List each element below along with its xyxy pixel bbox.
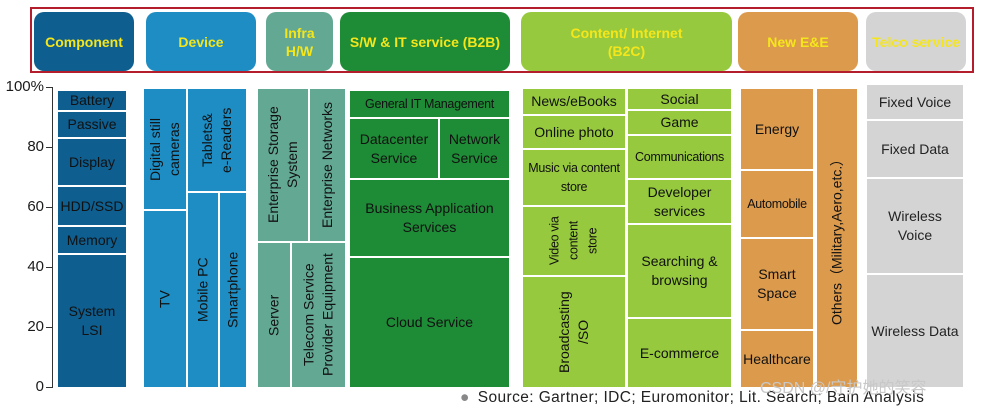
y-tick-label-20: 20 — [27, 318, 44, 335]
cell-automobile: Automobile — [740, 170, 814, 238]
header-telco: Telco service — [866, 12, 966, 71]
cell-broadcasting: Broadcasting /SO — [522, 276, 626, 388]
cell-digital-still-cameras: Digital still cameras — [143, 88, 187, 210]
cell-mobile-pc: Mobile PC — [187, 192, 219, 388]
source-note: ● Source: Gartner; IDC; Euromonitor; Lit.… — [460, 389, 924, 407]
cell-network: Network Service — [439, 118, 510, 179]
cell-datacenter: Datacenter Service — [349, 118, 439, 179]
header-device: Device — [146, 12, 256, 71]
y-tick-100 — [46, 87, 52, 88]
cell-server: Server — [257, 242, 291, 388]
y-tick-20 — [46, 327, 52, 328]
cell-video: Video via content store — [522, 206, 626, 276]
cell-tv: TV — [143, 210, 187, 388]
cell-ecommerce: E-commerce — [627, 318, 732, 388]
cell-online-photo: Online photo — [522, 115, 626, 149]
y-tick-label-60: 60 — [27, 198, 44, 215]
header-component: Component — [34, 12, 134, 71]
header-frame — [30, 7, 974, 73]
watermark: CSDN @/守护她的笑容 — [760, 380, 927, 397]
bullet-icon: ● — [460, 389, 470, 406]
cell-tablets-ereaders: Tablets& e-Readers — [187, 88, 247, 192]
cell-news-ebooks: News/eBooks — [522, 88, 626, 115]
cell-smart-space: Smart Space — [740, 238, 814, 330]
cell-others: Others（Military,Aero,etc.） — [816, 88, 858, 388]
cell-energy: Energy — [740, 88, 814, 170]
cell-hdd-ssd: HDD/SSD — [57, 186, 127, 226]
cell-music: Music via content store — [522, 149, 626, 206]
cell-fixed-voice: Fixed Voice — [866, 84, 964, 120]
cell-enterprise-networks: Enterprise Networks — [309, 88, 346, 242]
y-tick-60 — [46, 207, 52, 208]
cell-memory: Memory — [57, 226, 127, 254]
cell-enterprise-storage: Enterprise Storage System — [257, 88, 309, 242]
cell-social: Social — [627, 88, 732, 110]
cell-wireless-voice: Wireless Voice — [866, 178, 964, 274]
cell-developer: Developer services — [627, 179, 732, 224]
y-tick-label-100: 100% — [5, 78, 44, 95]
header-infra: Infra H/W — [266, 12, 333, 71]
source-text: Source: Gartner; IDC; Euromonitor; Lit. … — [477, 389, 925, 406]
cell-communications: Communications — [627, 135, 732, 179]
cell-display: Display — [57, 138, 127, 186]
header-new-ee: New E&E — [738, 12, 858, 71]
header-content: Content/ Internet (B2C) — [521, 12, 732, 71]
cell-searching: Searching & browsing — [627, 224, 732, 318]
cell-general-it: General IT Management — [349, 90, 510, 118]
cell-system-lsi: System LSI — [57, 254, 127, 388]
y-tick-label-80: 80 — [27, 138, 44, 155]
cell-business-app: Business Application Services — [349, 179, 510, 257]
cell-smartphone: Smartphone — [219, 192, 247, 388]
header-sw-it: S/W & IT service (B2B) — [340, 12, 510, 71]
cell-telecom-equipment: Telecom Service Provider Equipment — [291, 242, 346, 388]
y-tick-label-0: 0 — [35, 378, 44, 395]
cell-fixed-data: Fixed Data — [866, 120, 964, 178]
cell-battery: Battery — [57, 90, 127, 111]
cell-healthcare: Healthcare — [740, 330, 814, 388]
y-tick-40 — [46, 267, 52, 268]
cell-wireless-data: Wireless Data — [866, 274, 964, 388]
y-tick-0 — [46, 387, 52, 388]
cell-cloud: Cloud Service — [349, 257, 510, 388]
cell-game: Game — [627, 110, 732, 135]
y-tick-label-40: 40 — [27, 258, 44, 275]
y-tick-80 — [46, 147, 52, 148]
cell-passive: Passive — [57, 111, 127, 138]
y-axis-line — [52, 87, 53, 388]
